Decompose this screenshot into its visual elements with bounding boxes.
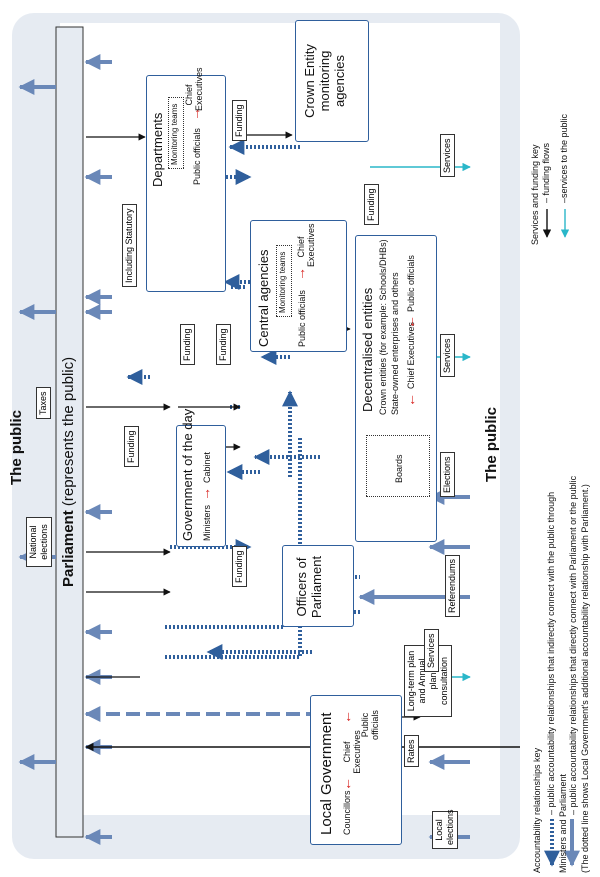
central-public-officials: Public officials: [297, 290, 307, 347]
decentralised-title: Decentralised entities: [360, 287, 375, 412]
services-key-services: –services to the public: [559, 113, 569, 203]
decentralised-public-officials: Public officials: [406, 255, 416, 312]
decentralised-chief-executives: Chief Executives: [406, 321, 416, 389]
services-tag-local: Services: [424, 629, 439, 672]
departments-monitoring: Monitoring teams: [170, 103, 179, 165]
local-elections-tag: Local elections: [432, 809, 458, 849]
crown-entity-title: Crown Entity monitoring agencies: [302, 44, 347, 118]
taxes-tag: Taxes: [36, 387, 51, 419]
parliament-subtitle: (represents the public): [60, 356, 77, 507]
local-government-title: Local Government: [318, 712, 335, 835]
gov-cabinet: Cabinet: [202, 451, 212, 483]
funding-tag-central-1: Funding: [180, 324, 195, 365]
dec-red-arrow-2: ←: [402, 315, 418, 329]
public-title-bottom: The public: [483, 407, 500, 482]
gov-red-arrow: →: [197, 487, 213, 501]
national-elections-tag: National elections: [26, 517, 52, 567]
parliament-name: Parliament: [60, 510, 77, 587]
lg-red-arrow-2: ←: [338, 710, 354, 724]
parliament-label: Parliament (represents the public): [60, 357, 77, 587]
accountability-key-line4: (The dotted line shows Local Government'…: [580, 484, 590, 873]
funding-tag-central-2: Funding: [216, 324, 231, 365]
including-statutory-tag: Including Statutory: [122, 204, 137, 287]
decentralised-line1: Crown entities (for example: Schools/DHB…: [378, 239, 388, 415]
lg-red-arrow-1: ←: [338, 777, 354, 791]
central-chief-executives: Chief Executives: [296, 223, 316, 267]
departments-title: Departments: [150, 112, 165, 187]
departments-public-officials: Public officials: [192, 128, 202, 185]
gov-ministers: Ministers: [202, 504, 212, 541]
funding-tag-government: Funding: [124, 426, 139, 467]
public-title-top: The public: [8, 410, 25, 485]
accountability-key-line1: – public accountability relationships th…: [546, 491, 556, 815]
rates-tag: Rates: [404, 735, 419, 767]
elections-tag: Elections: [440, 452, 455, 497]
services-key-heading: Services and funding key: [530, 144, 540, 245]
accountability-key-line3: – public accountability relationships th…: [568, 475, 578, 815]
dec-red-arrow-1: ←: [402, 393, 418, 407]
central-title: Central agencies: [256, 249, 271, 347]
central-red-arrow: →: [292, 267, 308, 281]
services-tag-decentralised: Services: [440, 334, 455, 377]
referendums-tag: Referendums: [445, 554, 460, 617]
lg-councillors: Councillors: [342, 790, 352, 835]
central-monitoring: Monitoring teams: [278, 251, 287, 313]
funding-tag-decentralised: Funding: [364, 184, 379, 225]
funding-tag-officers: Funding: [232, 546, 247, 587]
decentralised-line2: State-owned enterprises and others: [390, 272, 400, 415]
departments-chief-executives: Chief Executives: [184, 67, 204, 111]
lg-public-officials: Public officials: [360, 710, 380, 740]
funding-tag-departments: Funding: [232, 100, 247, 141]
services-tag-crown: Services: [440, 134, 455, 177]
parliament-bar: [55, 26, 84, 838]
government-title: Government of the day: [180, 408, 195, 541]
boards-label: Boards: [394, 454, 404, 483]
lg-chief-executives: Chief Executives: [342, 730, 362, 774]
accountability-key-line2: Ministers and Parliament: [558, 773, 568, 873]
officers-title: Officers of Parliament: [294, 555, 324, 619]
services-key-funding: – funding flows: [541, 142, 551, 203]
accountability-key-heading: Accountability relationships key: [532, 747, 542, 873]
